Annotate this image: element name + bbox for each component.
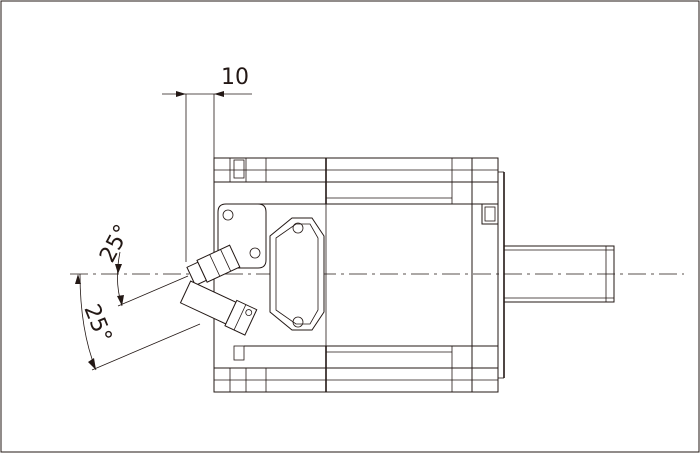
upper-connector — [186, 244, 241, 287]
encoder-cover — [269, 217, 325, 331]
angle-lower-label: 25° — [78, 301, 116, 347]
motor-body — [213, 157, 505, 393]
angle-upper-label: 25° — [95, 221, 135, 267]
dimension-10-label: 10 — [221, 65, 249, 90]
angle-dimension-lines — [75, 251, 201, 371]
dimension-10 — [162, 91, 252, 262]
lower-connector — [179, 280, 258, 336]
output-shaft — [503, 245, 615, 303]
